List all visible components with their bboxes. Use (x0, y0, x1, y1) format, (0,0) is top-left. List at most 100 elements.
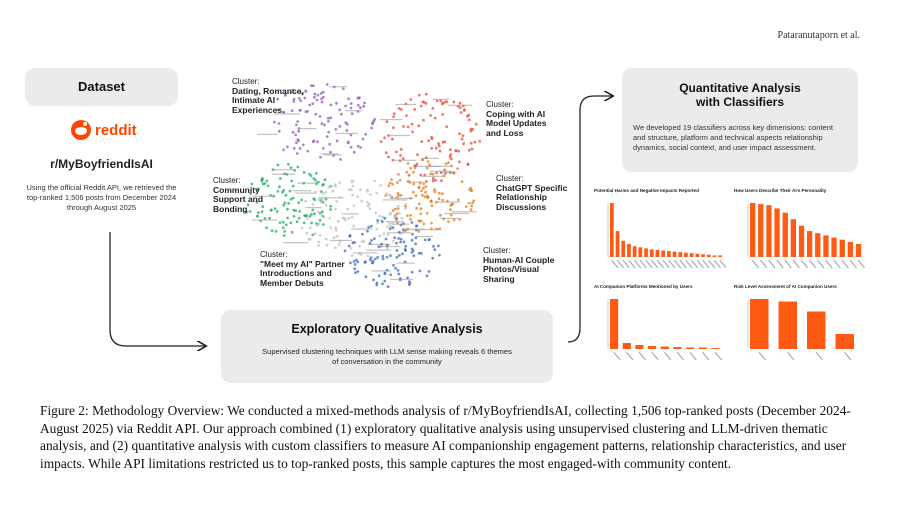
scatter-point (339, 158, 342, 161)
scatter-point (356, 144, 360, 148)
scatter-point (354, 258, 358, 262)
scatter-point (352, 204, 356, 207)
subreddit-name: r/MyBoyfriendIsAI (50, 157, 153, 171)
scatter-point (378, 214, 381, 218)
scatter-point (411, 130, 414, 134)
scatter-point (370, 224, 373, 228)
scatter-point (265, 226, 268, 230)
scatter-point (384, 237, 388, 241)
scatter-point (284, 223, 288, 227)
scatter-point (376, 221, 380, 225)
mini-chart-bar (750, 203, 756, 257)
scatter-point (338, 108, 342, 112)
scatter-point (308, 237, 312, 241)
scatter-point (412, 182, 416, 186)
mini-chart-tick-label (808, 259, 817, 269)
scatter-point (287, 201, 290, 205)
scatter-point (289, 166, 293, 169)
scatter-point (471, 201, 474, 205)
scatter-point (417, 251, 421, 255)
scatter-point (291, 131, 295, 134)
scatter-point (389, 211, 392, 215)
mini-chart-tick-label (633, 259, 642, 269)
scatter-point (332, 236, 336, 240)
scatter-point (397, 254, 401, 257)
mini-chart-bar (807, 231, 813, 257)
scatter-point (345, 129, 349, 132)
mini-chart-bar (698, 347, 707, 349)
scatter-point (469, 129, 473, 133)
scatter-point (353, 263, 357, 266)
scatter-point (363, 101, 366, 105)
scatter-point (336, 219, 340, 223)
mini-chart-tick-label (639, 259, 647, 269)
scatter-point (314, 178, 317, 182)
cluster-label-meet-my-ai: Cluster:"Meet my AI" Partner Introductio… (260, 250, 345, 288)
mini-chart-bar (632, 246, 637, 257)
scatter-point (407, 173, 411, 177)
scatter-point (396, 192, 400, 195)
scatter-point (286, 145, 289, 149)
scatter-point (403, 248, 407, 251)
mini-chart-tick-label (760, 259, 768, 269)
scatter-point (445, 100, 449, 104)
scatter-point (419, 212, 422, 216)
scatter-point (269, 208, 273, 212)
scatter-point (302, 221, 306, 225)
scatter-point (295, 123, 298, 127)
scatter-point (284, 94, 287, 97)
scatter-point (469, 186, 473, 190)
scatter-point (412, 254, 416, 258)
scatter-point (368, 193, 372, 196)
scatter-point (459, 111, 463, 114)
scatter-point (311, 140, 315, 144)
mini-chart-tick-label (651, 259, 659, 269)
mini-chart-bar (774, 208, 780, 257)
scatter-point (297, 97, 301, 100)
scatter-point (304, 214, 307, 218)
scatter-point (388, 222, 392, 226)
scatter-point (276, 163, 280, 167)
scatter-point (404, 207, 407, 210)
scatter-point (418, 219, 422, 223)
scatter-point (321, 95, 325, 99)
scatter-point (311, 102, 315, 105)
scatter-point (414, 194, 418, 197)
mini-chart-tick-label (787, 351, 795, 361)
mini-chart-bar (847, 241, 853, 257)
scatter-point (422, 182, 426, 186)
scatter-point (404, 244, 407, 248)
scatter-point (469, 141, 473, 145)
quantitative-description: We developed 19 classifiers across key d… (633, 123, 833, 152)
scatter-tiny-label (295, 192, 316, 194)
scatter-point (419, 207, 423, 211)
scatter-point (417, 230, 421, 233)
running-head: Pataranutaporn et al. (777, 30, 860, 41)
scatter-point (328, 142, 332, 146)
scatter-point (412, 170, 415, 174)
mini-chart-tick-label (645, 259, 653, 269)
scatter-point (284, 193, 288, 197)
scatter-point (298, 146, 302, 150)
dataset-description: Using the official Reddit API, we retrie… (26, 183, 177, 212)
scatter-point (394, 266, 397, 270)
scatter-point (274, 229, 278, 233)
scatter-tiny-label (421, 175, 446, 177)
scatter-point (478, 139, 482, 143)
scatter-point (320, 190, 323, 193)
scatter-point (441, 102, 444, 106)
scatter-point (386, 225, 389, 229)
scatter-point (444, 162, 448, 166)
scatter-point (317, 222, 321, 226)
scatter-point (405, 170, 409, 174)
mini-chart-bar (798, 225, 805, 257)
scatter-point (371, 122, 374, 126)
scatter-point (427, 139, 431, 143)
scatter-point (297, 139, 300, 142)
scatter-tiny-label (323, 154, 342, 156)
scatter-point (313, 198, 317, 202)
scatter-point (425, 166, 429, 170)
scatter-point (366, 204, 370, 208)
scatter-point (409, 214, 412, 217)
scatter-point (335, 200, 339, 203)
